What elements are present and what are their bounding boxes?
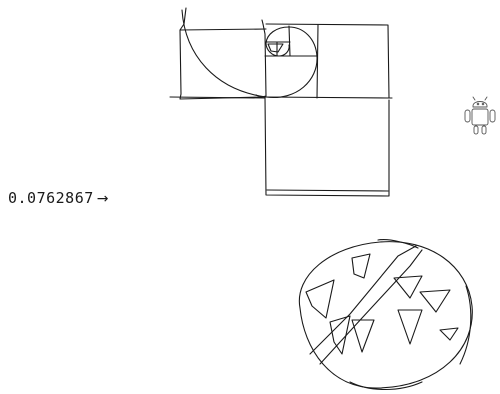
android-robot-drawing (455, 96, 500, 138)
globe-drawing (290, 236, 480, 394)
